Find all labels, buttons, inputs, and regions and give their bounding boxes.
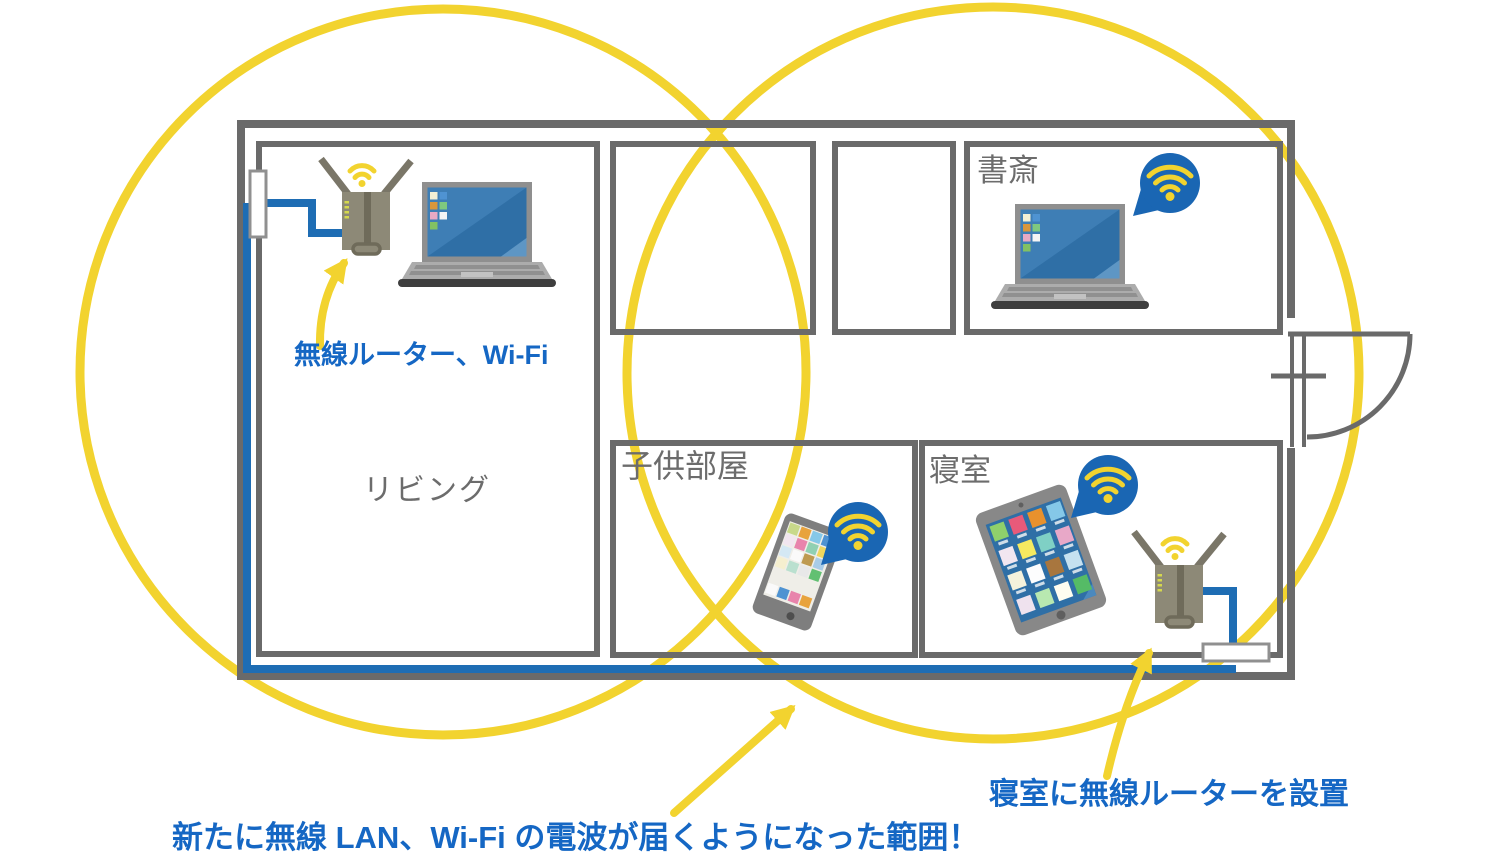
room-label-kids: 子供部屋 — [621, 448, 750, 484]
annotation-coverage: 新たに無線 LAN、Wi-Fi の電波が届くようになった範囲！ — [172, 820, 980, 855]
arrow-to-bedroom-router — [1103, 647, 1153, 780]
lan-wall-outlet-right — [1201, 642, 1271, 663]
coverage-circle-original — [75, 4, 811, 740]
lan-wall-outlet-left — [248, 169, 268, 239]
wifi-signal-bubble-bedroom-icon — [1071, 455, 1138, 518]
wireless-router-living-icon — [321, 159, 411, 254]
room-top-middle-walls — [610, 141, 816, 335]
wireless-router-bedroom-icon — [1134, 532, 1224, 627]
room-label-study: 書斎 — [977, 153, 1039, 188]
room-top-small-walls — [832, 141, 956, 335]
door-swing-arc — [1306, 333, 1413, 440]
room-label-bedroom: 寝室 — [929, 453, 991, 488]
annotation-router-main: 無線ルーター、Wi-Fi — [294, 340, 549, 370]
lan-cable — [243, 199, 1237, 673]
laptop-study-icon — [991, 204, 1149, 309]
lan-cable-to-living-router — [257, 199, 344, 237]
laptop-living-icon — [398, 182, 556, 287]
wifi-signal-bubble-kids-icon — [821, 502, 888, 565]
annotation-router-bedroom: 寝室に無線ルーターを設置 — [989, 778, 1349, 811]
lan-cable-to-bedroom-outlet — [1199, 587, 1237, 650]
room-kids-walls — [610, 440, 918, 658]
room-bedroom-walls — [919, 440, 1283, 658]
room-label-living: リビング — [363, 474, 491, 507]
entrance-door — [1271, 318, 1413, 448]
arrow-to-coverage-area — [670, 705, 796, 817]
room-study-walls — [964, 141, 1283, 335]
lan-cable-main-run — [243, 203, 1236, 673]
room-living-walls — [256, 141, 600, 657]
arrow-to-living-router — [315, 258, 348, 350]
coverage-circle-new — [622, 2, 1364, 744]
wifi-signal-bubble-study-icon — [1133, 153, 1200, 216]
